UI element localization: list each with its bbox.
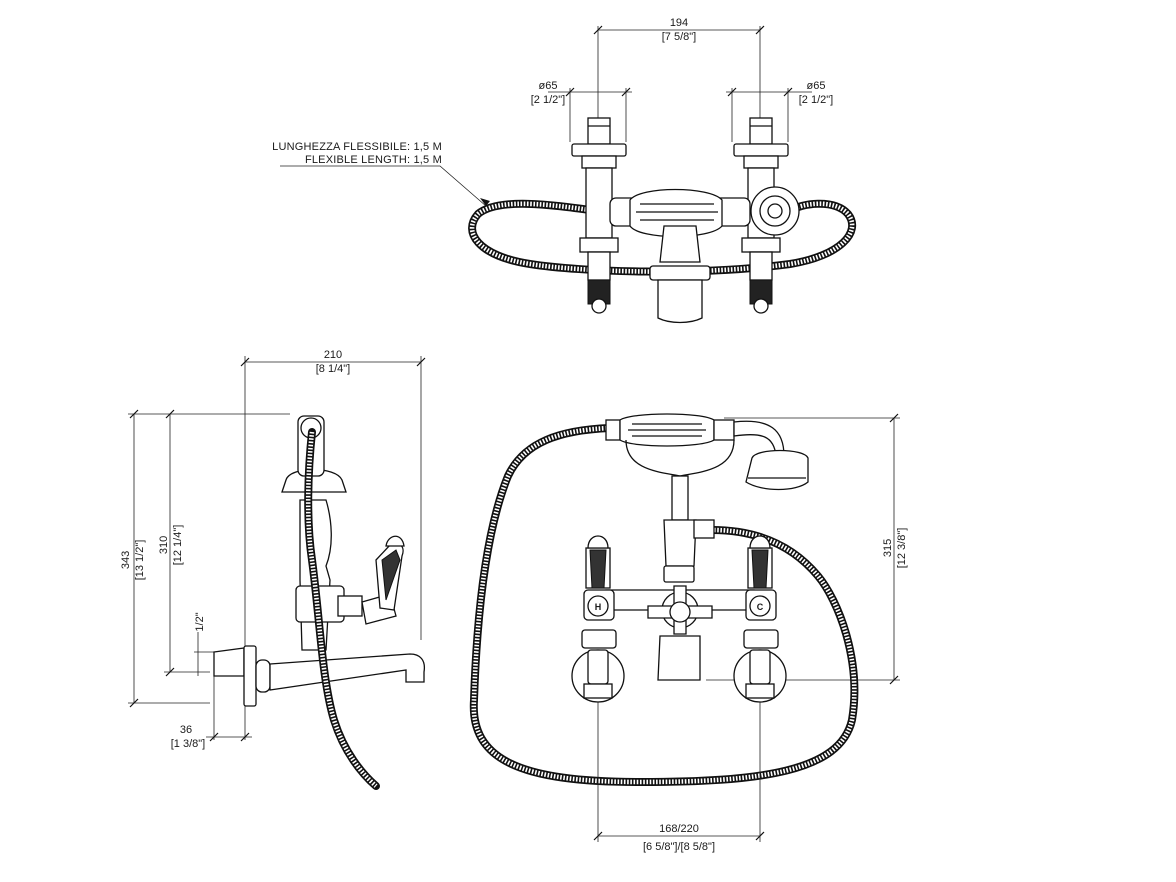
- front-height-dimension: 315 [12 3/8"]: [706, 413, 908, 685]
- top-view: LUNGHEZZA FLESSIBILE: 1,5 M FLEXIBLE LEN…: [272, 17, 857, 324]
- side-thread-dimension: 1/2": [194, 612, 214, 676]
- side-height-spout-dimension: 310 [12 1/4"]: [158, 409, 210, 677]
- top-width-value: 194: [670, 17, 688, 29]
- top-left-inlet: [571, 117, 627, 314]
- flange-left-dimension: ø65 [2 1/2"]: [531, 80, 632, 142]
- hot-indicator-label: H: [595, 602, 602, 612]
- side-depth-value: 210: [324, 349, 342, 361]
- flange-right-inch: [2 1/2"]: [799, 94, 833, 106]
- front-centers-inch: [6 5/8"]/[8 5/8"]: [643, 841, 715, 853]
- front-cold-valve: [733, 535, 787, 703]
- front-height-inch: [12 3/8"]: [896, 528, 908, 569]
- side-height-spout-value: 310: [158, 536, 170, 554]
- hose-length-note-it: LUNGHEZZA FLESSIBILE: 1,5 M: [272, 141, 442, 153]
- top-width-inch: [7 5/8"]: [662, 31, 696, 43]
- top-view-hose: [468, 199, 857, 276]
- side-depth-inch: [8 1/4"]: [316, 363, 350, 375]
- hose-note-leader: [280, 165, 487, 207]
- cold-indicator-label: C: [757, 602, 764, 612]
- front-hot-valve: [571, 535, 625, 703]
- side-mixer-body: [213, 415, 426, 707]
- flange-right-dimension: ø65 [2 1/2"]: [726, 80, 833, 142]
- side-base-inch: [1 3/8"]: [171, 738, 205, 750]
- front-centers-value: 168/220: [659, 823, 699, 835]
- hose-note-arrow: [480, 198, 490, 206]
- front-handset: [605, 413, 809, 491]
- front-height-value: 315: [882, 539, 894, 557]
- top-width-dimension: 194 [7 5/8"]: [593, 17, 765, 118]
- front-hose: [469, 424, 859, 786]
- flange-right-value: ø65: [807, 80, 826, 92]
- side-view: 210 [8 1/4"] 343 [13 1/2"] 310 [12 1/4"]…: [120, 349, 426, 790]
- side-height-overall-inch: [13 1/2"]: [134, 540, 146, 581]
- side-height-overall-value: 343: [120, 551, 132, 569]
- front-mixer-body: [599, 475, 761, 681]
- front-centers-dimension: 168/220 [6 5/8"]/[8 5/8"]: [593, 700, 765, 853]
- side-hose: [304, 428, 380, 790]
- hose-length-note-en: FLEXIBLE LENGTH: 1,5 M: [305, 154, 442, 166]
- top-spout: [649, 225, 711, 324]
- side-base-value: 36: [180, 724, 192, 736]
- front-view: 315 [12 3/8"] 168/220 [6 5/8"]/[8 5/8"]: [469, 413, 908, 853]
- side-thread-value: 1/2": [194, 612, 206, 631]
- side-height-spout-inch: [12 1/4"]: [172, 525, 184, 566]
- flange-left-value: ø65: [539, 80, 558, 92]
- side-base-dimension: 36 [1 3/8"]: [171, 676, 252, 750]
- top-handset: [609, 186, 800, 238]
- side-height-overall-dimension: 343 [13 1/2"]: [120, 409, 290, 708]
- flange-left-inch: [2 1/2"]: [531, 94, 565, 106]
